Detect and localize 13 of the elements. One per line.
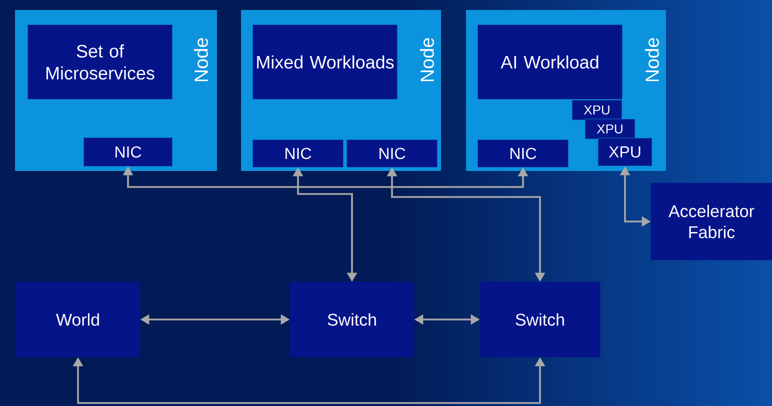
component-box: NIC (252, 140, 344, 168)
component-box: XPU (584, 118, 636, 140)
workload-box: Set of Microservices (28, 24, 172, 100)
block-box: Switch (480, 282, 600, 358)
component-box: NIC (84, 138, 172, 166)
block-box: World (16, 282, 140, 358)
component-box: NIC (346, 140, 438, 168)
component-box: XPU (598, 138, 652, 166)
workload-box: Mixed Workloads (252, 24, 398, 100)
block-box: Switch (290, 282, 414, 358)
block-box: Accelerator Fabric (650, 182, 772, 260)
component-box: NIC (478, 140, 568, 168)
component-box: XPU (572, 100, 622, 120)
